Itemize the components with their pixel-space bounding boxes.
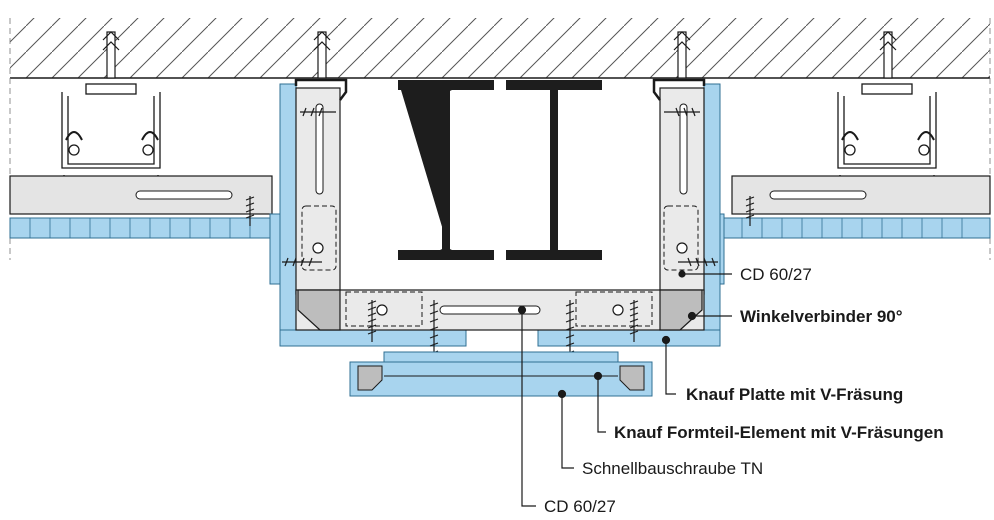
label-cd-upper: CD 60/27	[740, 265, 812, 284]
drywall-screw-icon	[245, 107, 755, 392]
corner-connector-right	[659, 289, 703, 331]
right-board	[721, 217, 991, 239]
steel-i-beam-icon	[398, 80, 602, 260]
formteil-element	[349, 351, 653, 397]
right-cd-channel	[731, 175, 991, 215]
inner-cd-profiles	[295, 87, 705, 331]
left-board	[9, 217, 281, 239]
corner-connector-left	[297, 289, 341, 331]
label-cd-lower: CD 60/27	[544, 497, 616, 516]
top-clamps	[294, 78, 706, 101]
label-knauf-platte: Knauf Platte mit V-Fräsung	[686, 385, 903, 404]
left-board-edge	[269, 213, 281, 285]
label-winkelverbinder: Winkelverbinder 90°	[740, 307, 903, 326]
right-hanger-bracket	[837, 83, 937, 215]
left-cd-channel	[9, 175, 273, 215]
label-knauf-formteil: Knauf Formteil-Element mit V-Fräsungen	[614, 423, 944, 442]
callout-leaders	[517, 270, 732, 507]
ceiling-anchor-icon	[102, 31, 897, 79]
left-hanger-bracket	[61, 83, 161, 215]
label-schnellbauschraube: Schnellbauschraube TN	[582, 459, 763, 478]
concrete-ceiling	[9, 18, 991, 260]
